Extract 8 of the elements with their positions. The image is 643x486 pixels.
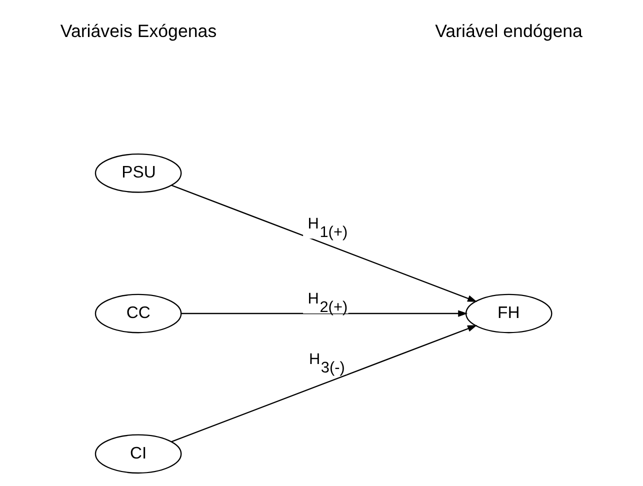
arrow — [181, 310, 468, 316]
label: Variáveis Exógenas — [60, 20, 217, 40]
node-ellipse: CI — [94, 434, 182, 474]
arrow — [171, 184, 478, 302]
label: Variável endógena — [435, 20, 582, 40]
arrow — [171, 324, 478, 442]
node-ellipse: CC — [94, 293, 182, 333]
node-ellipse: PSU — [94, 153, 182, 192]
